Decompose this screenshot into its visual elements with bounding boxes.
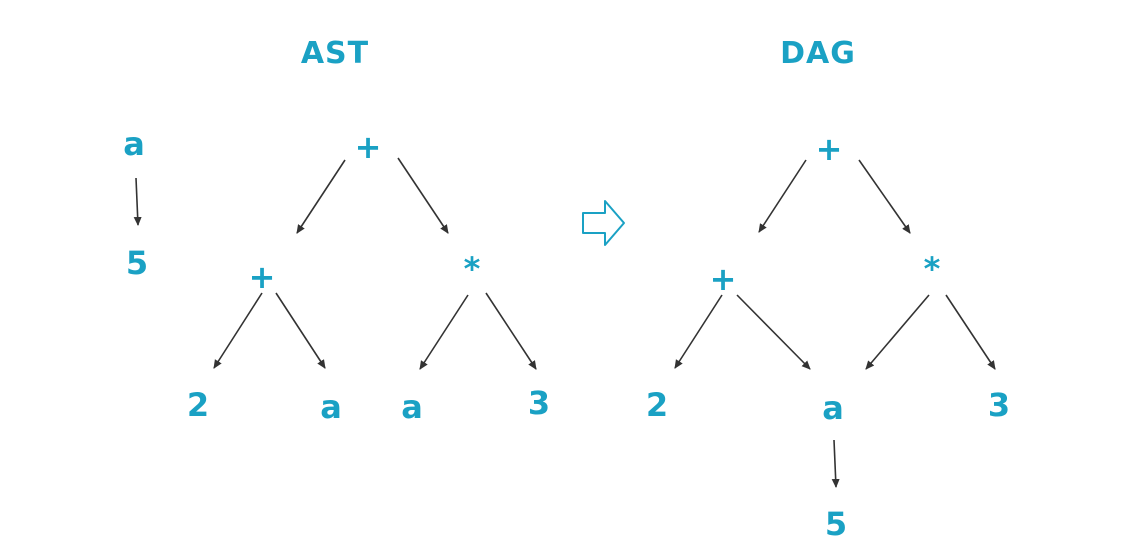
ast-edge-root-left [296,159,346,234]
dag-edge-root-left [758,159,807,233]
dag-edge-a-5 [831,439,840,488]
ast-binding-edge [133,177,142,226]
ast-edge-left-2 [213,292,263,369]
ast-leaf-3: 3 [528,384,550,422]
dag-shared-leaf-a: a [822,389,844,427]
ast-edge-right-a [419,294,469,370]
dag-root-node: + [816,130,843,168]
dag-edge-root-right [858,159,911,234]
right-arrow-icon [582,200,625,246]
ast-binding-value: 5 [126,244,148,282]
dag-edge-right-3 [945,294,996,370]
ast-leaf-2: 2 [187,386,209,424]
ast-edge-right-3 [485,292,537,370]
ast-binding-var: a [123,125,145,163]
dag-edge-left-2 [674,294,723,369]
dag-leaf-2: 2 [646,386,668,424]
ast-leaf-a-left: a [320,388,342,426]
dag-right-op-node: * [924,250,941,288]
ast-right-op-node: * [464,250,481,288]
ast-leaf-a-right: a [401,388,423,426]
dag-title: DAG [780,36,856,71]
ast-title: AST [301,36,369,71]
ast-root-node: + [355,128,382,166]
dag-left-op-node: + [710,260,737,298]
ast-edge-left-a [275,292,326,369]
dag-shared-value: 5 [825,505,847,543]
dag-edge-right-a [865,294,930,370]
ast-edge-root-right [397,157,449,234]
dag-leaf-3: 3 [988,386,1010,424]
dag-edge-left-a [736,294,811,370]
ast-left-op-node: + [249,258,276,296]
